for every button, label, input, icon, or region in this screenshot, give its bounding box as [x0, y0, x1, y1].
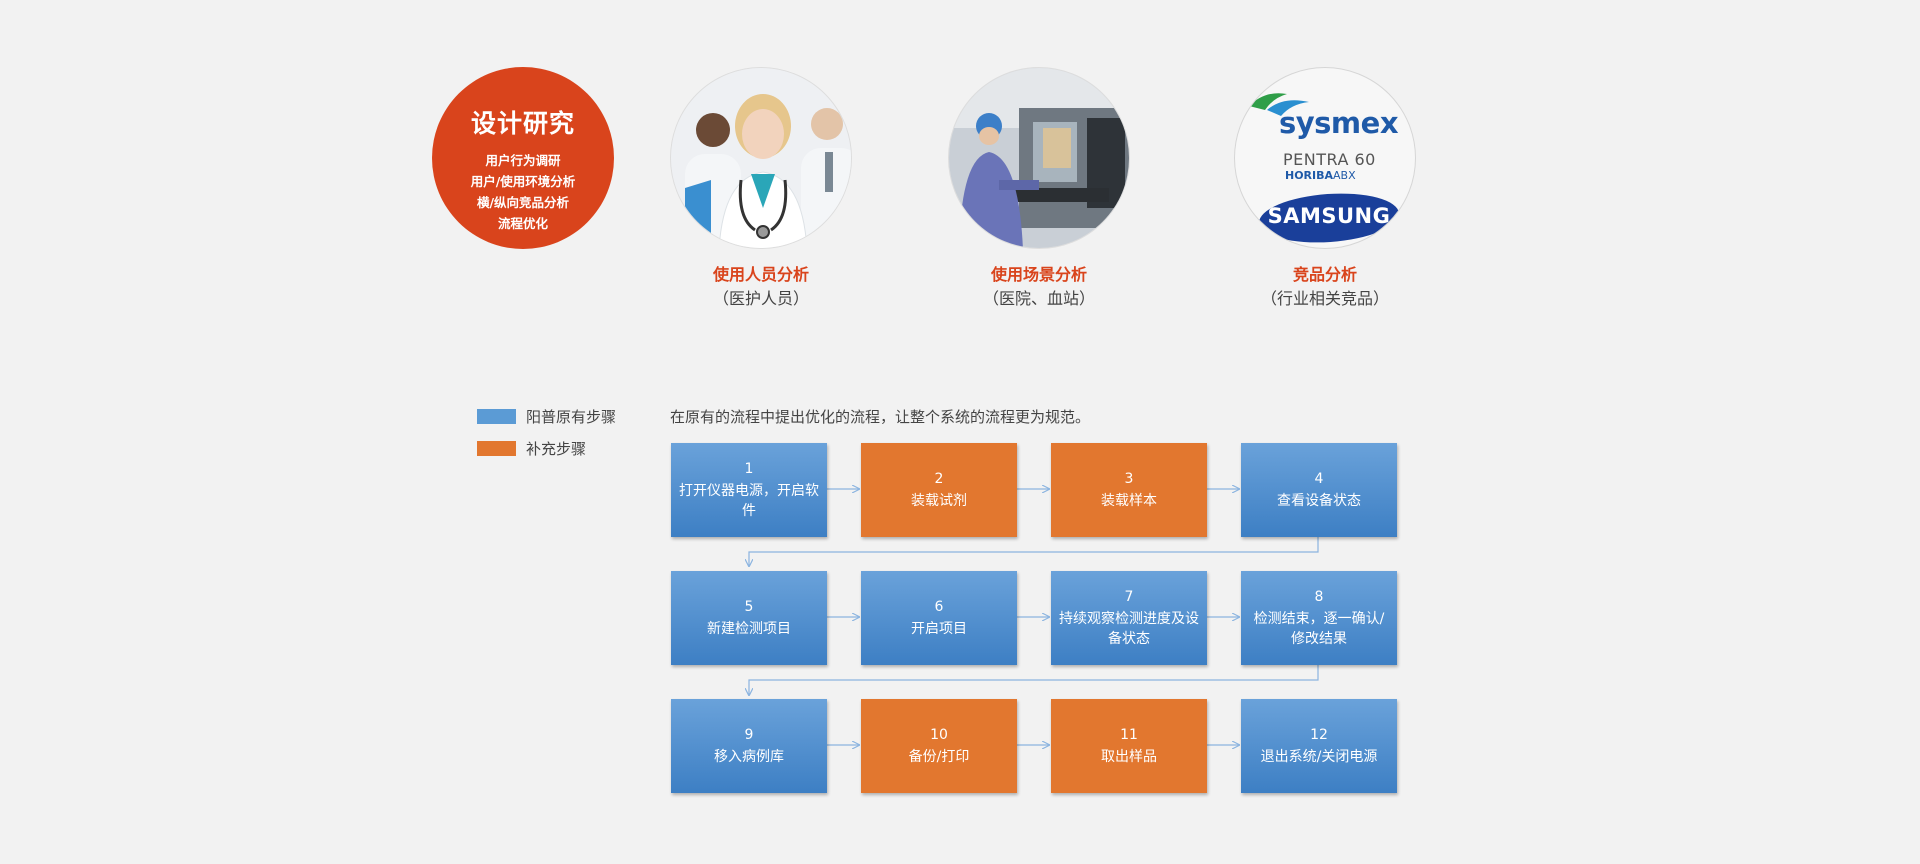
design-research-list: 用户行为调研 用户/使用环境分析 横/纵向竞品分析 流程优化 [432, 150, 614, 234]
step-label: 打开仪器电源，开启软件 [679, 483, 819, 519]
step-label: 退出系统/关闭电源 [1260, 749, 1378, 765]
legend-label: 阳普原有步骤 [526, 407, 617, 426]
flow-step-9: 9 移入病例库 [671, 699, 827, 793]
step-number: 8 [1314, 589, 1324, 605]
scene-analysis-caption: 使用场景分析 （医院、血站） [919, 264, 1159, 312]
step-number: 4 [1314, 471, 1324, 487]
step-label: 查看设备状态 [1277, 493, 1361, 509]
flow-step-5: 5 新建检测项目 [671, 571, 827, 665]
legend-original-steps: 阳普原有步骤 [477, 407, 617, 426]
research-item: 用户/使用环境分析 [470, 174, 576, 189]
connector-4-5 [749, 536, 1319, 566]
legend-swatch-blue [477, 408, 516, 424]
flow-step-8: 8 检测结束，逐一确认/修改结果 [1241, 571, 1397, 665]
design-research-title: 设计研究 [470, 109, 575, 138]
design-research-circle: 设计研究 用户行为调研 用户/使用环境分析 横/纵向竞品分析 流程优化 [432, 67, 614, 249]
horiba-logo: HORIBAABX [1285, 169, 1356, 182]
step-number: 5 [744, 599, 754, 615]
step-label: 备份/打印 [908, 749, 970, 765]
research-item: 流程优化 [497, 216, 548, 231]
flow-step-1: 1 打开仪器电源，开启软件 [671, 443, 827, 537]
flow-step-11: 11 取出样品 [1051, 699, 1207, 793]
samsung-logo-text: SAMSUNG [1267, 204, 1391, 228]
staff-analysis-caption: 使用人员分析 （医护人员） [641, 264, 881, 312]
caption-subtitle: （行业相关竞品） [1260, 289, 1389, 308]
competitor-logos-circle: sysmex PENTRA 60 HORIBAABX SAMSUNG [1234, 67, 1416, 249]
step-number: 11 [1120, 727, 1138, 743]
sysmex-logo-text: sysmex [1279, 106, 1399, 140]
caption-title: 使用场景分析 [990, 265, 1087, 284]
flow-intro-text: 在原有的流程中提出优化的流程，让整个系统的流程更为规范。 [670, 408, 1091, 426]
horiba-logo-suffix: ABX [1333, 169, 1356, 182]
step-number: 3 [1124, 471, 1134, 487]
legend-swatch-orange [477, 440, 516, 456]
flow-step-6: 6 开启项目 [861, 571, 1017, 665]
caption-subtitle: （医院、血站） [982, 289, 1095, 308]
legend-label: 补充步骤 [526, 439, 587, 458]
horiba-logo-text: HORIBA [1285, 169, 1334, 182]
step-number: 10 [930, 727, 948, 743]
lab-scene-photo [948, 67, 1130, 249]
step-label: 取出样品 [1101, 749, 1157, 765]
step-label: 装载试剂 [911, 493, 967, 509]
step-label: 检测结束，逐一确认/修改结果 [1253, 611, 1385, 647]
sysmex-logo-icon [1249, 93, 1309, 116]
step-label: 持续观察检测进度及设备状态 [1059, 611, 1199, 647]
step-number: 12 [1310, 727, 1328, 743]
step-label: 开启项目 [911, 621, 967, 637]
research-item: 用户行为调研 [485, 153, 561, 168]
medical-staff-photo [670, 67, 852, 249]
flow-step-4: 4 查看设备状态 [1241, 443, 1397, 537]
flow-step-10: 10 备份/打印 [861, 699, 1017, 793]
legend-added-steps: 补充步骤 [477, 439, 587, 458]
competitor-analysis-caption: 竞品分析 （行业相关竞品） [1205, 264, 1445, 312]
flow-step-12: 12 退出系统/关闭电源 [1241, 699, 1397, 793]
step-number: 2 [934, 471, 944, 487]
step-label: 装载样本 [1101, 493, 1157, 509]
caption-subtitle: （医护人员） [712, 289, 809, 308]
step-number: 7 [1124, 589, 1134, 605]
flow-step-7: 7 持续观察检测进度及设备状态 [1051, 571, 1207, 665]
step-label: 移入病例库 [714, 749, 784, 765]
flow-step-2: 2 装载试剂 [861, 443, 1017, 537]
step-number: 9 [744, 727, 754, 743]
caption-title: 使用人员分析 [712, 265, 809, 284]
caption-title: 竞品分析 [1292, 265, 1357, 284]
step-number: 1 [744, 461, 754, 477]
research-item: 横/纵向竞品分析 [476, 195, 570, 210]
pentra-logo-text: PENTRA 60 [1283, 150, 1376, 169]
step-label: 新建检测项目 [707, 621, 791, 637]
flow-step-3: 3 装载样本 [1051, 443, 1207, 537]
step-number: 6 [934, 599, 944, 615]
connector-8-9 [749, 664, 1319, 695]
